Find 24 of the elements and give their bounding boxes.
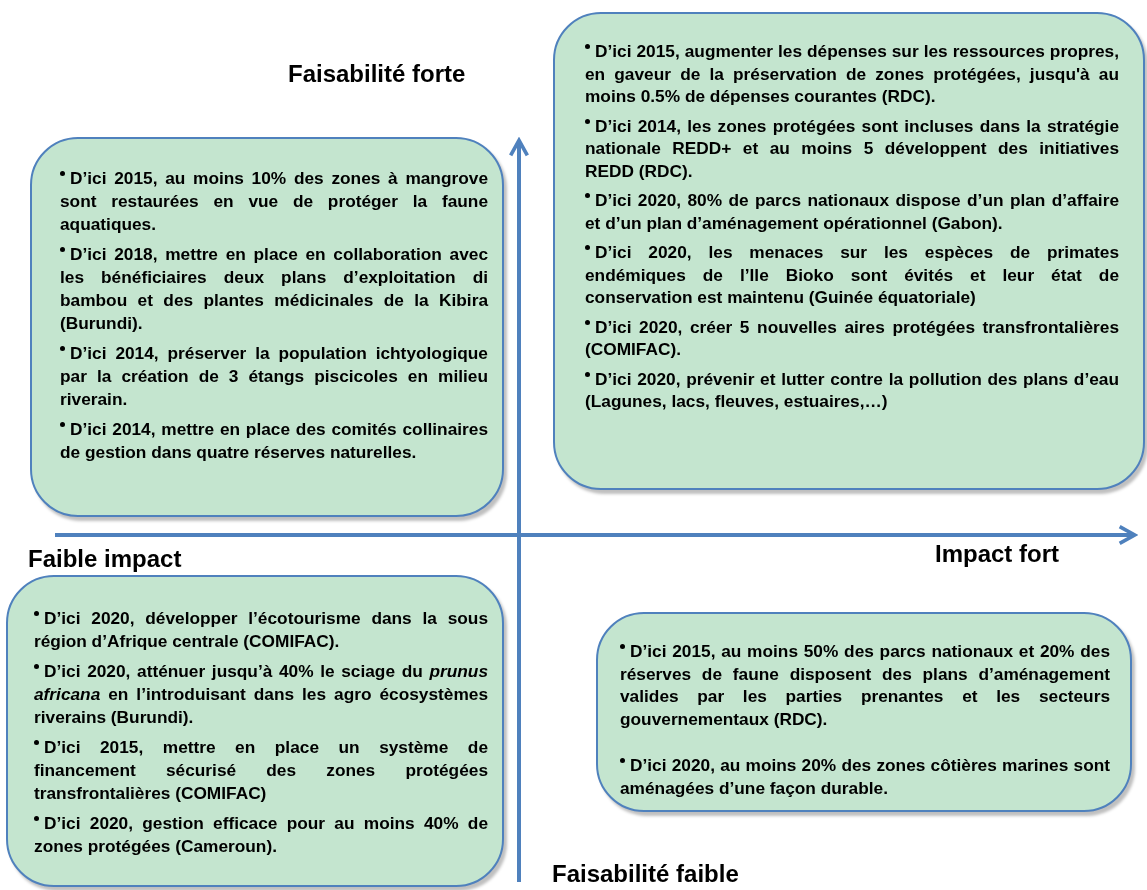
axis-label: Faisabilité forte: [288, 60, 466, 88]
bullet-text: D’ici 2020, gestion efficace pour au moins 40% de zones protégées (Cameroun).: [34, 812, 488, 858]
axis-label: Impact fort: [935, 540, 1059, 568]
bullet-text: D’ici 2020, prévenir et lutter contre la pollution des plans d’eau (Lagunes, lacs, fleuves, estuaires,…): [585, 367, 1119, 413]
bullet-text: D’ici 2020, développer l’écotourisme dans la sous région d’Afrique centrale (COMIFAC).: [34, 607, 488, 653]
bullet-text: D’ici 2020, atténuer jusqu’à 40% le sciage du prunus africana en l’introduisant dans les agro écosystèmes riverains (Burundi).: [34, 660, 488, 729]
rounded-box: [6, 575, 504, 887]
bullet-text: D’ici 2020, les menaces sur les espèces de primates endémiques de l’Ile Bioko sont évités et leur état de conservation est maintenu (Guinée équatoriale): [585, 241, 1119, 309]
bullet-text: D’ici 2018, mettre en place en collaboration avec les bénéficiaires deux plans d’exploitation di bambou et des plantes médicinales de la Kibira (Burundi).: [60, 243, 488, 335]
bullet-text: D’ici 2015, au moins 10% des zones à mangrove sont restaurées en vue de protéger la faune aquatiques.: [60, 167, 488, 236]
bullet-text: D’ici 2015, mettre en place un système de financement sécurisé des zones protégées transfrontalières (COMIFAC): [34, 736, 488, 805]
bullet-text: D’ici 2020, créer 5 nouvelles aires protégées transfrontalières (COMIFAC).: [585, 315, 1119, 361]
rounded-box: [30, 137, 504, 517]
bullet-text: D’ici 2020, 80% de parcs nationaux dispose d’un plan d’affaire et d’un plan d’aménagement opérationnel (Gabon).: [585, 189, 1119, 234]
bullet-text: D’ici 2015, augmenter les dépenses sur les ressources propres, en gaveur de la préservation de zones protégées, jusqu'à au moins 0.5% de dépenses courantes (RDC).: [585, 40, 1119, 108]
bullet-text: D’ici 2015, au moins 50% des parcs nationaux et 20% des réserves de faune disposent des plans d’aménagement valides par les parties prenantes et les secteurs gouvernementaux (RDC).: [620, 640, 1110, 730]
rounded-box: [553, 12, 1145, 490]
bullet-text: D’ici 2014, mettre en place des comités collinaires de gestion dans quatre réserves naturelles.: [60, 418, 488, 464]
bullet-text: D’ici 2020, au moins 20% des zones côtières marines sont aménagées d’une façon durable.: [620, 754, 1110, 799]
bullet-text: D’ici 2014, les zones protégées sont incluses dans la stratégie nationale REDD+ et au moins 5 développent des initiatives REDD (RDC).: [585, 114, 1119, 182]
axis-label: Faible impact: [28, 545, 182, 573]
bullet-text: D’ici 2014, préserver la population ichtyologique par la création de 3 étangs piscicoles en milieu riverain.: [60, 342, 488, 411]
rounded-box: [596, 612, 1132, 812]
axis-label: Faisabilité faible: [552, 860, 739, 888]
